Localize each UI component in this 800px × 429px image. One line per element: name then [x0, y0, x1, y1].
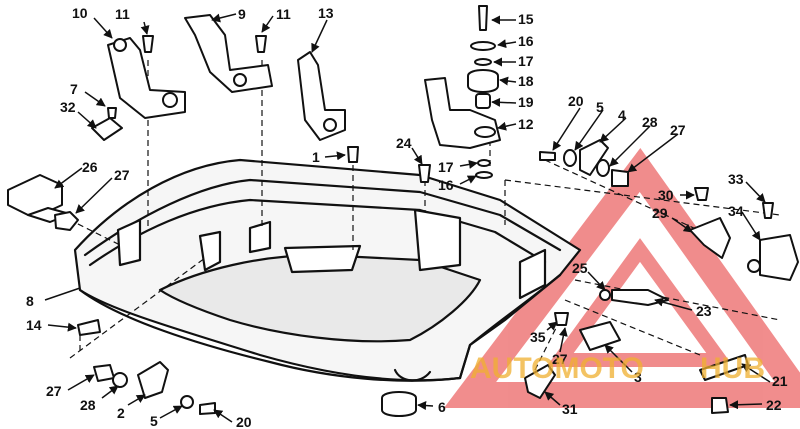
- callout-12: 12: [518, 116, 534, 132]
- callout-23: 23: [696, 303, 712, 319]
- callout-5: 5: [150, 413, 158, 429]
- callout-20: 20: [236, 414, 252, 429]
- callout-33: 33: [728, 171, 744, 187]
- callout-20: 20: [568, 93, 584, 109]
- callout-27: 27: [114, 167, 130, 183]
- callout-19: 19: [518, 94, 534, 110]
- callout-18: 18: [518, 73, 534, 89]
- callout-22: 22: [766, 397, 782, 413]
- watermark-part1: AUTOMOTO: [470, 352, 644, 385]
- callout-6: 6: [438, 399, 446, 415]
- callout-26: 26: [82, 159, 98, 175]
- callout-27: 27: [552, 351, 568, 367]
- callout-10: 10: [72, 5, 88, 21]
- watermark-triangle: [443, 148, 800, 408]
- callout-17: 17: [438, 159, 454, 175]
- callout-9: 9: [238, 6, 246, 22]
- leader-lines: [44, 13, 771, 423]
- callout-11: 11: [115, 6, 130, 22]
- callout-34: 34: [728, 203, 744, 219]
- callout-27: 27: [670, 122, 686, 138]
- callout-3: 3: [634, 369, 642, 385]
- callout-28: 28: [80, 397, 96, 413]
- callout-28: 28: [642, 114, 658, 130]
- callout-16: 16: [518, 33, 534, 49]
- watermark-text: AUTOMOTO HUB: [470, 352, 765, 385]
- callout-7: 7: [70, 81, 78, 97]
- callout-13: 13: [318, 5, 334, 21]
- callout-35: 35: [530, 329, 546, 345]
- callout-labels: 10 11 9 11 13 15 16 17 18 19 20 5 4 28 2…: [26, 5, 788, 429]
- callout-8: 8: [26, 293, 34, 309]
- callout-1: 1: [312, 149, 320, 165]
- callout-17: 17: [518, 53, 534, 69]
- callout-4: 4: [618, 107, 626, 123]
- callout-2: 2: [117, 405, 125, 421]
- callout-11: 11: [276, 6, 291, 22]
- callout-14: 14: [26, 317, 42, 333]
- lower-cowl: [73, 158, 582, 382]
- assembly-lines: [59, 60, 781, 381]
- callout-30: 30: [658, 187, 674, 203]
- callout-24: 24: [396, 135, 412, 151]
- callout-32: 32: [60, 99, 76, 115]
- callout-21: 21: [772, 373, 788, 389]
- watermark-part2: HUB: [700, 352, 765, 385]
- callout-5: 5: [596, 99, 604, 115]
- callout-16: 16: [438, 177, 454, 193]
- callout-29: 29: [652, 205, 668, 221]
- callout-27: 27: [46, 383, 62, 399]
- callout-15: 15: [518, 11, 534, 27]
- callout-25: 25: [572, 260, 588, 276]
- callout-31: 31: [562, 401, 578, 417]
